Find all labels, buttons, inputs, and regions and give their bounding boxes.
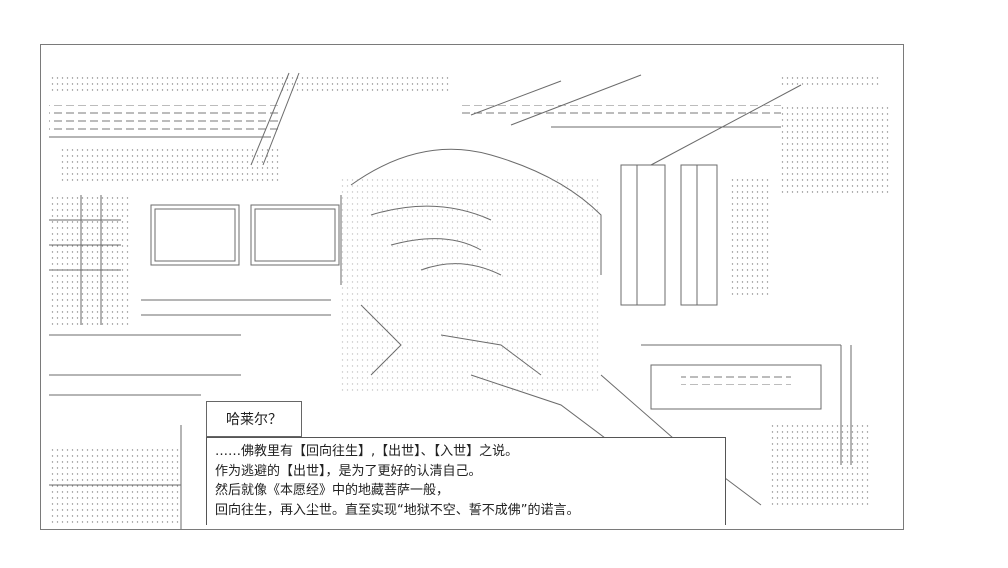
dialogue-line: 然后就像《本愿经》中的地藏菩萨一般， xyxy=(215,483,450,498)
dialogue-line: ……佛教里有【回向往生】,【出世】、【入世】之说。 xyxy=(215,444,519,459)
ascii-art-illustration xyxy=(49,72,891,529)
manga-panel-frame: 哈莱尔？ ……佛教里有【回向往生】,【出世】、【入世】之说。 作为逃避的【出世】… xyxy=(40,44,904,530)
speaker-name-box: 哈莱尔？ xyxy=(206,401,302,437)
dialogue-line: 作为逃避的【出世】，是为了更好的认清自己。 xyxy=(215,463,482,479)
dialogue-box: ……佛教里有【回向往生】,【出世】、【入世】之说。 作为逃避的【出世】，是为了更… xyxy=(206,437,726,525)
central-character xyxy=(340,148,762,506)
right-building xyxy=(620,164,871,505)
dialogue-line: 回向往生，再入尘世。直至实现“地狱不空、誓不成佛”的诺言。 xyxy=(215,502,580,518)
ceiling-background xyxy=(49,72,891,195)
left-building xyxy=(49,195,340,529)
speaker-name: 哈莱尔？ xyxy=(226,412,282,428)
